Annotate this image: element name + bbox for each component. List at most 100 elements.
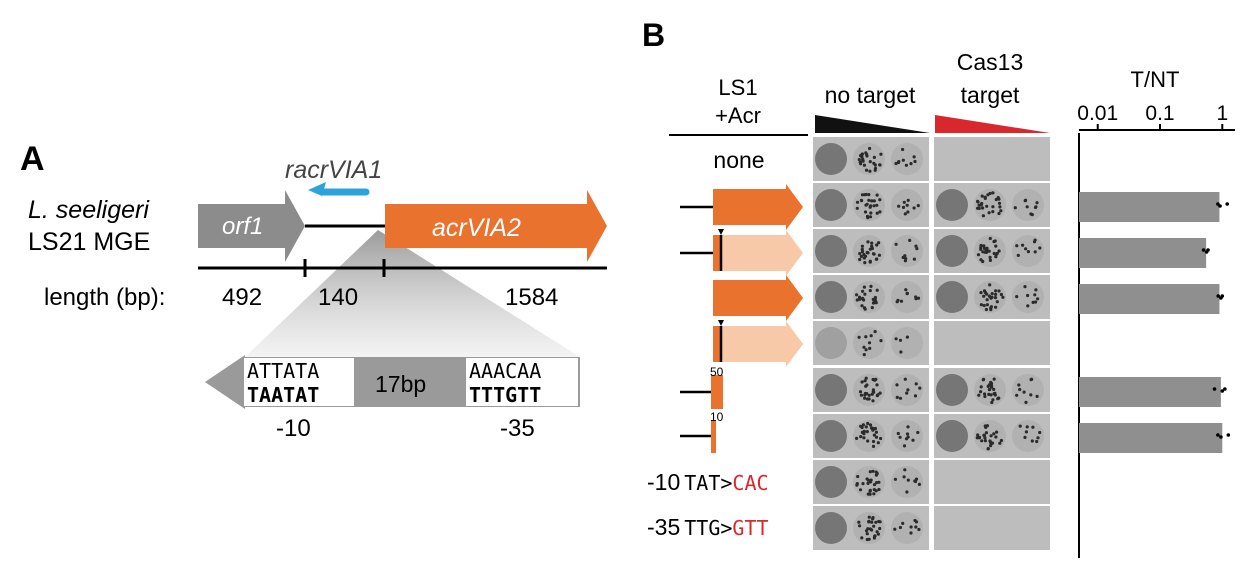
tnt-point-2-1	[1218, 204, 1222, 208]
plate-no-target-2-plaque	[875, 211, 879, 215]
plate-no-target-4-plaque	[870, 306, 874, 310]
orf1-gene-arrow	[198, 190, 305, 262]
plate-cas13-6-plaque	[1017, 383, 1021, 387]
plate-no-target-3-plaque	[868, 247, 872, 251]
plate-no-target-5	[813, 321, 929, 365]
plate-no-target-2-plaque	[863, 210, 868, 214]
plate-cas13-6-plaque	[992, 377, 996, 381]
plate-no-target-9-plaque	[857, 520, 861, 524]
plate-no-target-5-plaque	[873, 330, 877, 334]
plate-cas13-3-plaque	[1024, 247, 1028, 251]
plate-cas13-5-bg	[934, 321, 1050, 365]
plate-no-target-3-plaque	[877, 253, 882, 257]
plate-no-target-6-plaque	[863, 379, 867, 383]
plate-cas13-7-plaque	[1018, 424, 1022, 428]
plate-cas13-9	[934, 506, 1050, 550]
plate-no-target-5-spot-0	[815, 327, 847, 359]
mutation-35-from: TTG>	[684, 516, 732, 540]
plate-no-target-8-plaque	[914, 477, 919, 481]
plate-no-target-6-plaque	[918, 386, 922, 390]
plate-no-target-6-plaque	[874, 377, 878, 381]
plate-cas13-3-plaque	[1016, 253, 1020, 257]
plate-cas13-6-plaque	[1022, 390, 1026, 394]
plate-cas13-2-plaque	[1034, 205, 1038, 209]
tnt-point-3-0	[1201, 248, 1206, 252]
plate-no-target-1-plaque	[864, 168, 869, 172]
tnt-point-7-1	[1219, 435, 1223, 439]
plate-cas13-3-plaque	[982, 244, 986, 248]
plate-no-target-3-plaque	[877, 241, 881, 245]
plate-no-target-1-plaque	[859, 162, 863, 166]
plate-no-target-9	[813, 506, 929, 550]
plate-cas13-6-plaque	[1018, 387, 1022, 392]
plate-no-target-9-plaque	[873, 534, 877, 538]
plate-no-target-3-plaque	[874, 257, 879, 261]
plate-cas13-7-plaque	[983, 424, 987, 428]
plate-cas13-6-plaque	[987, 383, 992, 387]
plate-cas13-6-plaque	[987, 388, 992, 392]
plate-cas13-6-plaque	[979, 390, 983, 394]
col-cas13-line1: Cas13	[957, 49, 1023, 75]
plate-no-target-1-plaque	[860, 155, 864, 159]
plate-cas13-3-plaque	[1021, 243, 1025, 247]
plate-no-target-3-plaque	[894, 242, 898, 246]
plate-no-target-7-plaque	[898, 435, 902, 439]
plate-no-target-8-plaque	[905, 490, 909, 494]
plate-no-target-4-plaque	[916, 296, 921, 300]
plate-cas13-8-bg	[934, 460, 1050, 504]
plate-no-target-7-plaque	[904, 437, 909, 441]
plate-cas13-4-plaque	[982, 289, 987, 293]
plate-cas13-4-plaque	[997, 289, 1001, 293]
plate-no-target-1-plaque	[878, 163, 882, 167]
plate-no-target-2-plaque	[897, 204, 901, 208]
plate-no-target-9-spot-0	[815, 512, 847, 544]
plate-no-target-2-plaque	[864, 203, 868, 207]
plate-cas13-2-plaque	[1013, 206, 1017, 210]
plate-no-target-8-plaque	[866, 481, 870, 485]
plate-cas13-6-plaque	[989, 380, 993, 384]
plate-no-target-3-plaque	[858, 252, 862, 256]
plate-cas13-4-plaque	[1001, 295, 1005, 299]
plate-no-target-2-plaque	[869, 211, 873, 215]
plate-no-target-9-plaque	[867, 515, 871, 519]
plate-cas13-2-plaque	[980, 194, 984, 198]
plate-no-target-4-plaque	[868, 289, 872, 293]
plate-no-target-7-plaque	[871, 426, 875, 430]
plate-no-target-8-spot-0	[815, 466, 847, 498]
plate-no-target-6-plaque	[858, 390, 863, 394]
construct-3-stop-marker-icon	[718, 229, 724, 235]
plate-no-target-5-plaque	[899, 350, 903, 354]
plate-cas13-6-plaque	[981, 378, 985, 382]
plate-no-target-1-plaque	[857, 158, 861, 162]
length-orf1: 492	[222, 284, 262, 311]
plate-cas13-2-plaque	[997, 201, 1002, 205]
tnt-bars	[1079, 192, 1231, 453]
plate-cas13-3-plaque	[997, 249, 1001, 253]
plate-cas13-2-plaque	[1035, 201, 1039, 205]
plate-no-target-4-plaque	[861, 289, 865, 293]
plate-cas13-6-spot-2	[1012, 374, 1044, 406]
plate-no-target-3-plaque	[914, 244, 918, 248]
tnt-point-4-2	[1220, 294, 1225, 298]
plate-cas13-6-plaque	[983, 392, 987, 396]
construct-5-acr-start	[713, 326, 722, 362]
plate-no-target-9-plaque	[917, 527, 921, 532]
plate-no-target-4-plaque	[905, 291, 910, 295]
plate-no-target-7	[813, 414, 929, 458]
plate-no-target-4-plaque	[862, 306, 867, 310]
plate-cas13-4-plaque	[994, 305, 998, 309]
plate-cas13-2-plaque	[976, 199, 980, 203]
plate-no-target-4-spot-0	[815, 281, 847, 313]
plate-cas13-2-spot-2	[1012, 189, 1044, 221]
plate-no-target-7-plaque	[902, 444, 907, 448]
length-label: length (bp):	[44, 284, 165, 311]
plate-no-target-4-plaque	[895, 300, 899, 304]
plate-cas13-6-plaque	[1029, 378, 1033, 382]
plate-cas13-3-plaque	[981, 259, 985, 264]
plate-no-target-6-plaque	[898, 396, 903, 400]
zoom-wedge	[245, 230, 580, 357]
organism-mge-label: LS21 MGE	[28, 228, 150, 256]
plate-cas13-7-plaque	[982, 433, 987, 437]
plate-no-target-2-plaque	[916, 204, 920, 208]
